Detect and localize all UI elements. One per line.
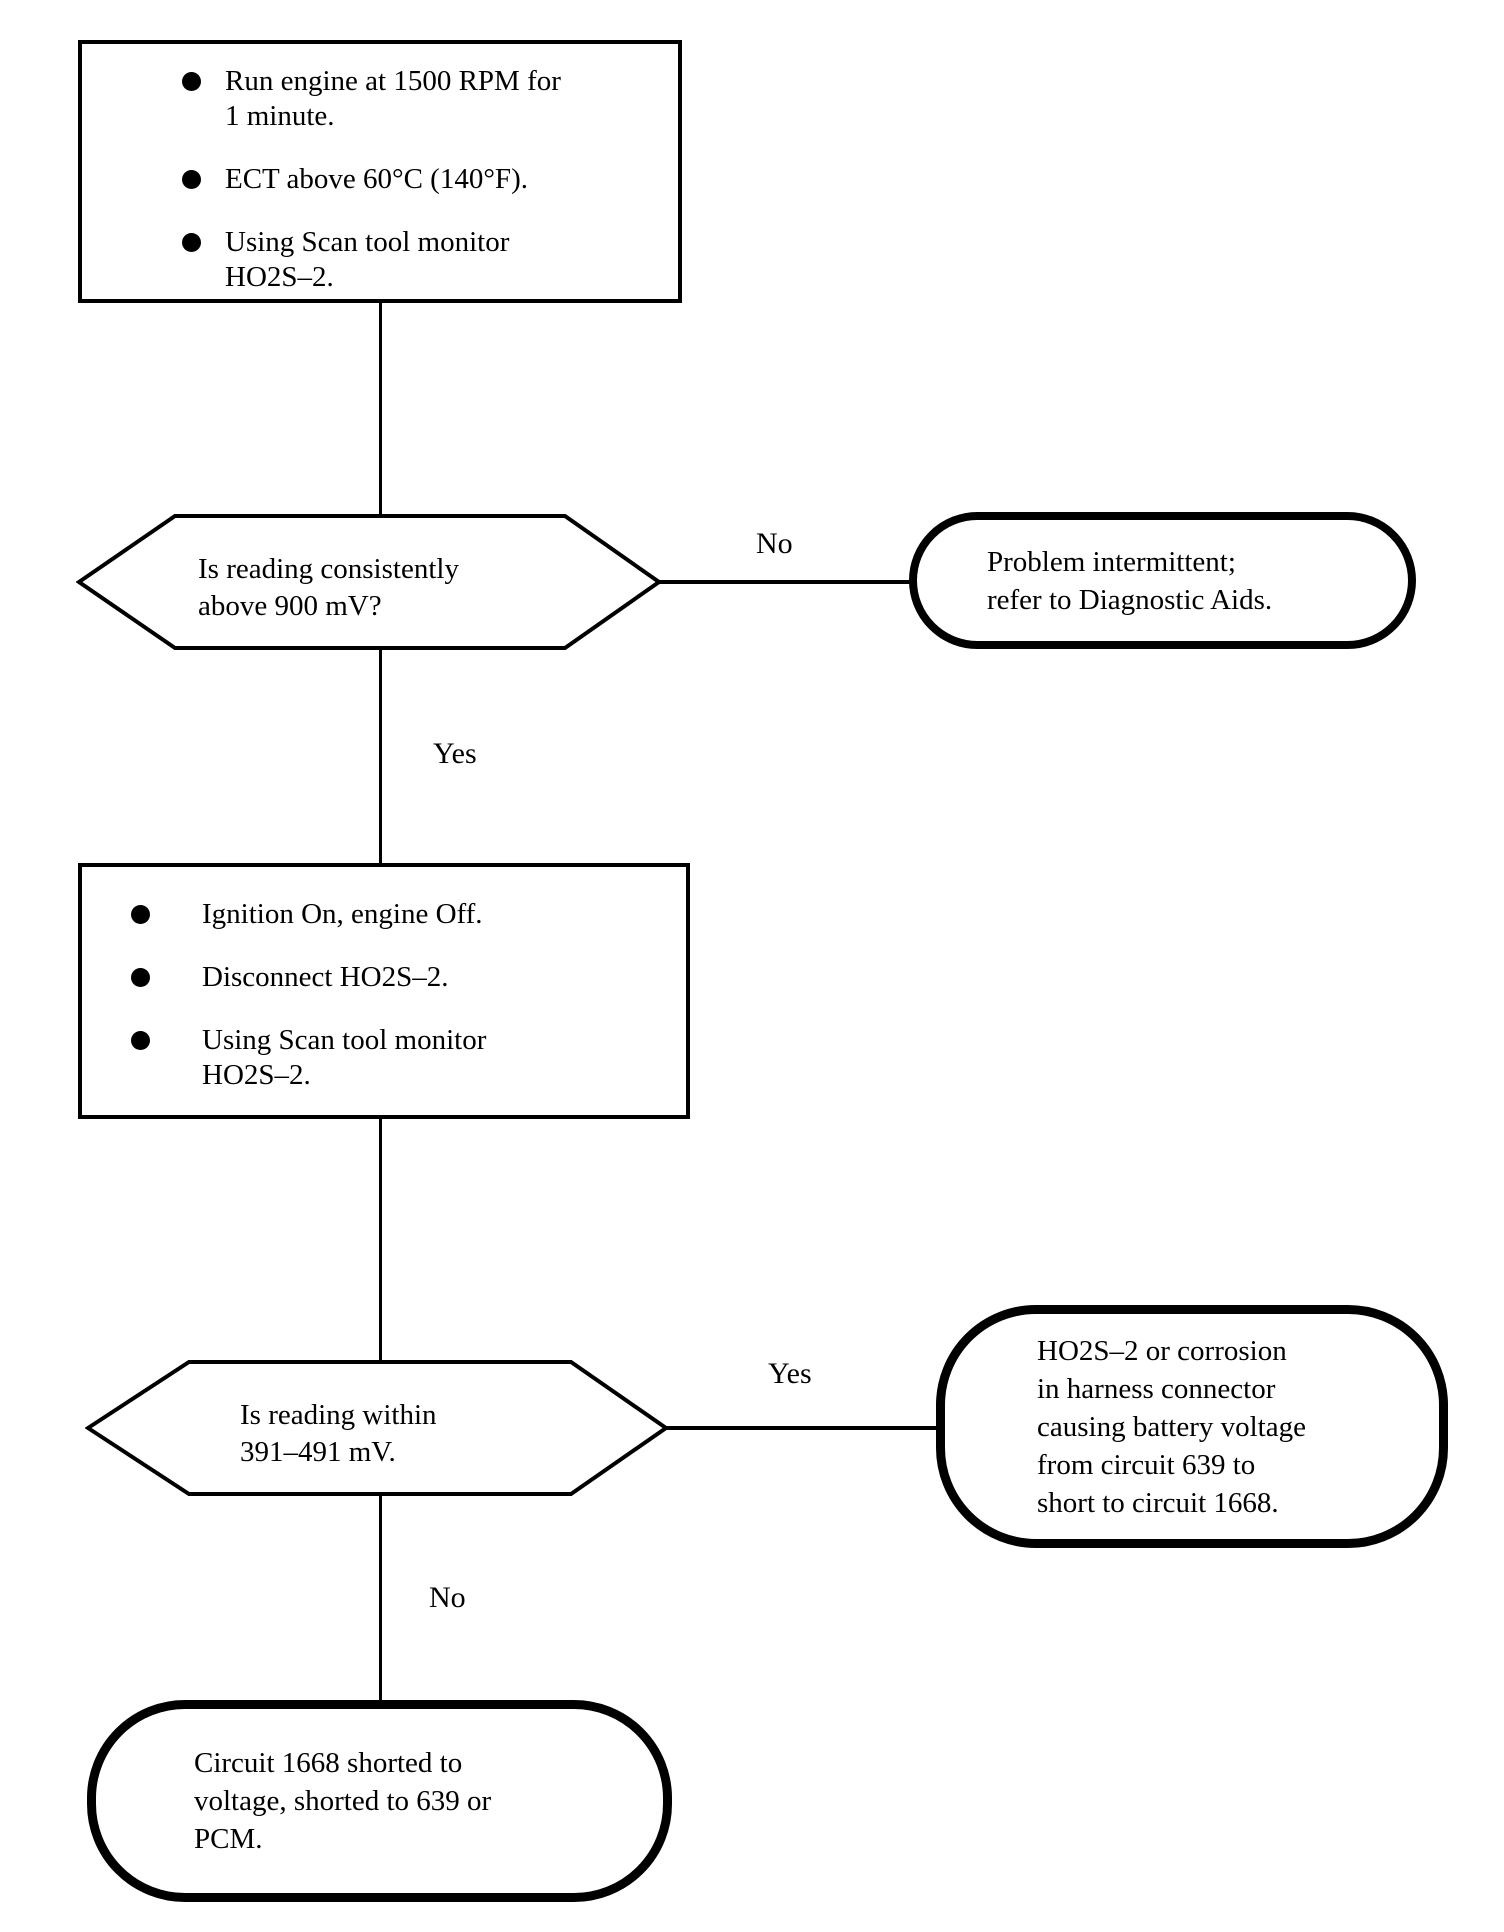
terminal-problem-intermittent: Problem intermittent; refer to Diagnosti… xyxy=(909,512,1416,649)
bullet-text-line: Disconnect HO2S–2. xyxy=(202,961,449,993)
bullet-icon xyxy=(131,905,150,924)
terminal-text-line: HO2S–2 or corrosion xyxy=(1037,1334,1287,1367)
bullet-item: Using Scan tool monitor HO2S–2. xyxy=(182,225,678,295)
terminal-text-line: Circuit 1668 shorted to xyxy=(194,1747,463,1779)
decision-text-line: Is reading consistently xyxy=(198,553,459,585)
connector-hex2-to-stadium2 xyxy=(662,1426,938,1430)
step-box-ignition-on-disconnect: Ignition On, engine Off. Disconnect HO2S… xyxy=(78,863,690,1119)
bullet-item: Ignition On, engine Off. xyxy=(131,897,686,932)
terminal-ho2s-or-corrosion: HO2S–2 or corrosion in harness connector… xyxy=(936,1305,1448,1548)
bullet-item: Disconnect HO2S–2. xyxy=(131,960,686,995)
connector-hex2-to-stadium3 xyxy=(379,1490,382,1702)
edge-label-no-2: No xyxy=(429,1581,466,1614)
decision-reading-within-391-491mv: Is reading within 391–491 mV. xyxy=(240,1397,437,1471)
terminal-text-line: in harness connector xyxy=(1037,1372,1276,1405)
bullet-icon xyxy=(131,968,150,987)
decision-text-line: above 900 mV? xyxy=(198,590,382,622)
terminal-text-line: voltage, shorted to 639 or xyxy=(194,1785,492,1817)
terminal-text-line: PCM. xyxy=(194,1823,263,1855)
connector-hex1-to-stadium1 xyxy=(655,580,913,584)
bullet-text-line: Run engine at 1500 RPM for xyxy=(225,65,561,97)
decision-text-line: 391–491 mV. xyxy=(240,1436,396,1468)
connector-box2-to-hex2 xyxy=(379,1117,382,1364)
bullet-icon xyxy=(131,1031,150,1050)
step-box-initial-conditions: Run engine at 1500 RPM for 1 minute. ECT… xyxy=(78,40,682,303)
bullet-text-line: Ignition On, engine Off. xyxy=(202,898,483,930)
edge-label-yes-2: Yes xyxy=(768,1357,812,1390)
bullet-item: Using Scan tool monitor HO2S–2. xyxy=(131,1023,686,1093)
connector-hex1-to-box2 xyxy=(379,646,382,865)
terminal-text-line: refer to Diagnostic Aids. xyxy=(987,583,1273,616)
bullet-item: Run engine at 1500 RPM for 1 minute. xyxy=(182,64,678,134)
bullet-item: ECT above 60°C (140°F). xyxy=(182,162,678,197)
bullet-text-line: Using Scan tool monitor xyxy=(202,1024,487,1056)
bullet-text-line: HO2S–2. xyxy=(202,1059,311,1091)
terminal-text-line: Problem intermittent; xyxy=(987,545,1236,578)
terminal-text-line: short to circuit 1668. xyxy=(1037,1486,1279,1519)
edge-label-no-1: No xyxy=(756,527,793,560)
bullet-text-line: 1 minute. xyxy=(225,100,335,132)
decision-hexagon-shape-1 xyxy=(76,514,662,650)
terminal-text-line: causing battery voltage xyxy=(1037,1410,1306,1443)
bullet-text-line: HO2S–2. xyxy=(225,261,334,293)
terminal-circuit-1668-shorted: Circuit 1668 shorted to voltage, shorted… xyxy=(87,1700,672,1902)
decision-reading-above-900mv: Is reading consistently above 900 mV? xyxy=(198,551,459,625)
bullet-text-line: ECT above 60°C (140°F). xyxy=(225,163,528,195)
bullet-icon xyxy=(182,233,201,252)
decision-text-line: Is reading within xyxy=(240,1399,437,1431)
edge-label-yes-1: Yes xyxy=(433,737,477,770)
bullet-icon xyxy=(182,72,201,91)
bullet-text-line: Using Scan tool monitor xyxy=(225,226,510,258)
bullet-icon xyxy=(182,170,201,189)
decision-hexagon-shape-2 xyxy=(85,1360,669,1496)
terminal-text-line: from circuit 639 to xyxy=(1037,1448,1256,1481)
connector-box1-to-hex1 xyxy=(379,301,382,519)
